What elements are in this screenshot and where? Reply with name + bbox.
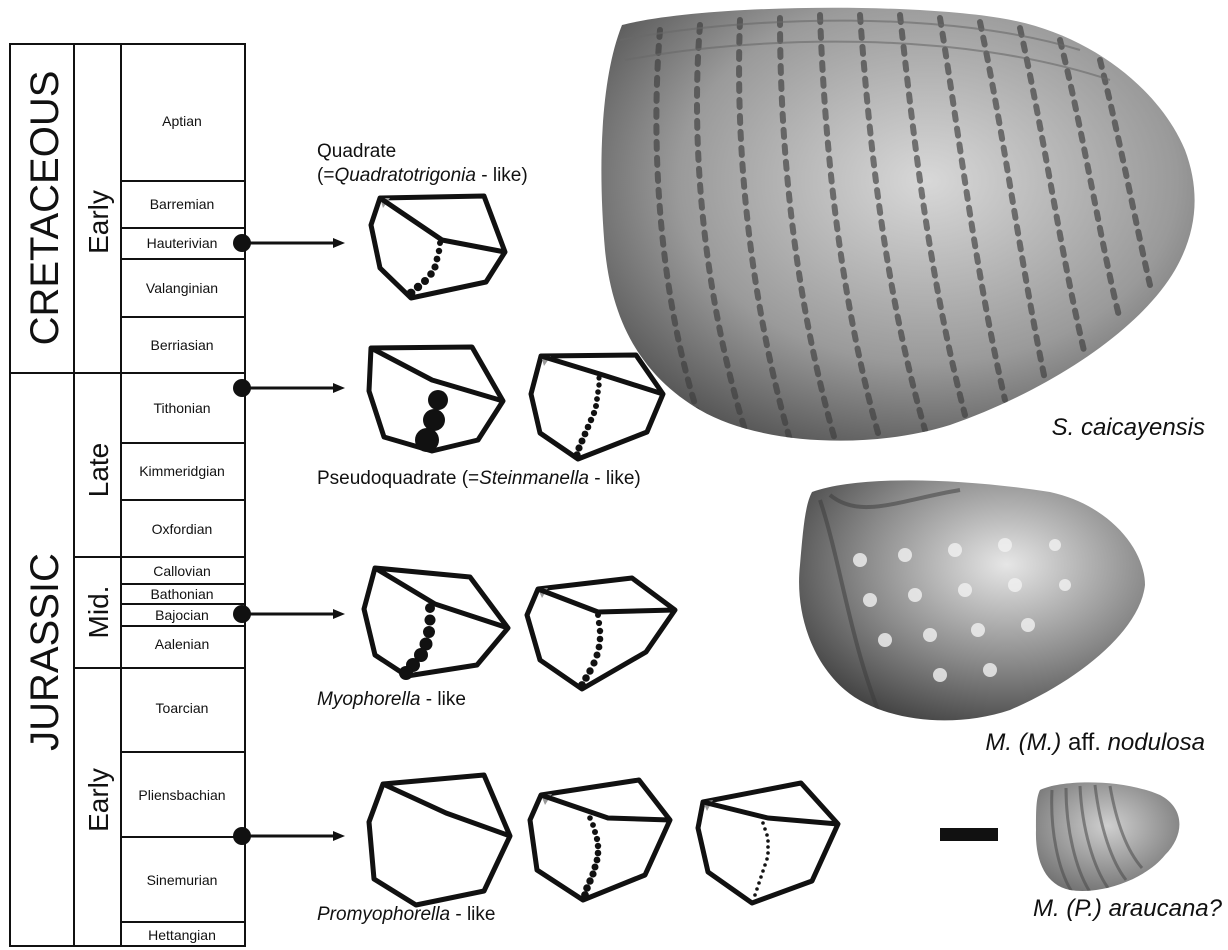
promyophorella-label: Promyophorella - like xyxy=(317,904,495,925)
quadrate-title: Quadrate xyxy=(317,141,396,162)
stage-berriasian: Berriasian xyxy=(150,337,213,353)
stage-callovian: Callovian xyxy=(153,563,211,579)
fossil-photo-m-araucana xyxy=(1036,782,1179,892)
stage-hauterivian: Hauterivian xyxy=(147,235,218,251)
epoch-label-late-jurassic: Late xyxy=(83,443,114,498)
stage-aalenian: Aalenian xyxy=(155,636,210,652)
stage-hettangian: Hettangian xyxy=(148,927,216,943)
shell-outline-quadrate xyxy=(371,196,505,298)
stage-kimmeridgian: Kimmeridgian xyxy=(139,463,225,479)
epoch-label-middle-jurassic: Mid. xyxy=(83,586,114,639)
stage-aptian: Aptian xyxy=(162,113,202,129)
shell-outline-myophorella-2 xyxy=(527,578,675,689)
arrow-bajocian xyxy=(233,605,345,623)
arrow-hauterivian xyxy=(233,234,345,252)
epoch-label-early-cretaceous: Early xyxy=(83,190,114,254)
stage-barremian: Barremian xyxy=(150,196,215,212)
label-m-araucana: M. (P.) araucana? xyxy=(1033,895,1223,922)
myophorella-label: Myophorella - like xyxy=(317,689,466,710)
stage-oxfordian: Oxfordian xyxy=(152,521,213,537)
quadrate-subtitle: (=Quadratotrigonia - like) xyxy=(317,165,528,186)
shell-outline-pseudoquadrate-1 xyxy=(369,347,503,452)
stage-toarcian: Toarcian xyxy=(156,700,209,716)
fossil-photo-m-nodulosa xyxy=(799,480,1145,720)
stage-tithonian: Tithonian xyxy=(153,400,210,416)
scale-bar xyxy=(940,828,998,841)
epoch-label-early-jurassic: Early xyxy=(83,768,114,832)
fossil-photo-s-caicayensis xyxy=(601,8,1194,441)
shell-outline-promyophorella-2 xyxy=(530,780,670,900)
shell-outline-pseudoquadrate-2 xyxy=(531,355,663,459)
arrow-sinemurian xyxy=(233,827,345,845)
arrows xyxy=(233,234,345,845)
stage-valanginian: Valanginian xyxy=(146,280,218,296)
label-s-caicayensis: S. caicayensis xyxy=(1052,414,1205,441)
stage-bathonian: Bathonian xyxy=(150,586,213,602)
stage-pliensbachian: Pliensbachian xyxy=(138,787,225,803)
label-m-nodulosa: M. (M.) aff. nodulosa xyxy=(985,729,1205,756)
stage-bajocian: Bajocian xyxy=(155,607,209,623)
shell-outline-myophorella-1 xyxy=(364,568,508,680)
period-label-jurassic: JURASSIC xyxy=(23,553,67,751)
arrow-tithonian xyxy=(233,379,345,397)
shell-outline-promyophorella-1 xyxy=(369,775,510,905)
shell-outline-promyophorella-3 xyxy=(698,783,838,903)
period-label-cretaceous: CRETACEOUS xyxy=(23,71,67,346)
stage-sinemurian: Sinemurian xyxy=(147,872,218,888)
pseudoquadrate-label: Pseudoquadrate (=Steinmanella - like) xyxy=(317,468,641,489)
